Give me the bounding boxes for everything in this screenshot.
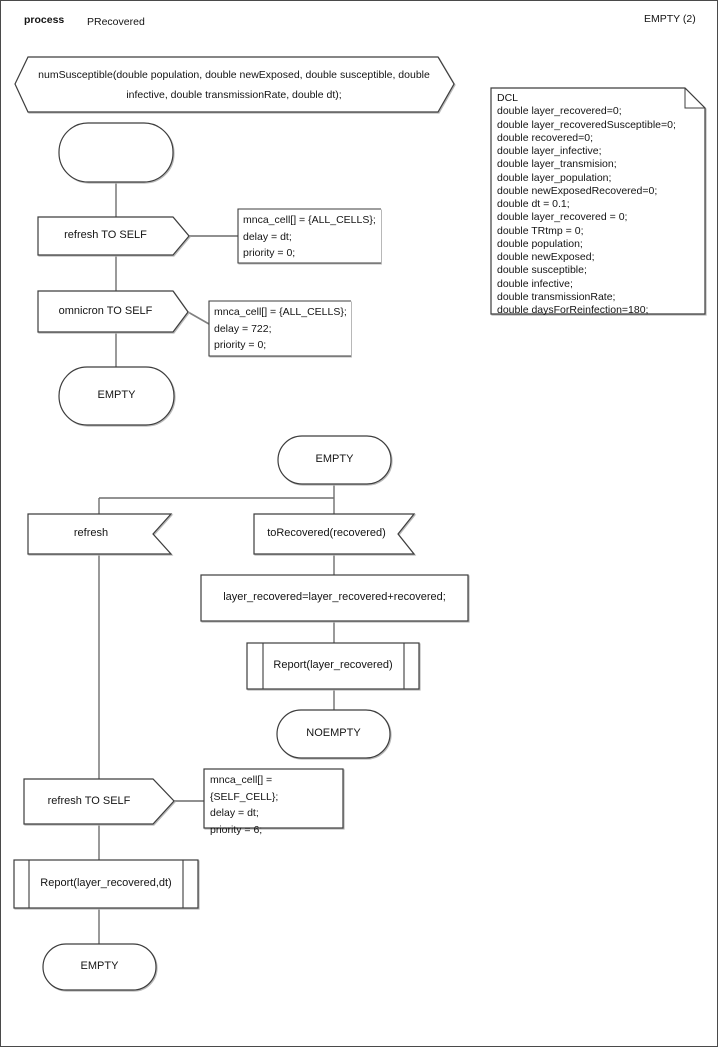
- state-empty-symbol-3[interactable]: [42, 943, 157, 991]
- state-empty-symbol-1[interactable]: [58, 366, 175, 426]
- start-symbol[interactable]: [58, 122, 174, 183]
- page-number-label: EMPTY (2): [644, 13, 696, 25]
- output-refresh-to-self-symbol[interactable]: [37, 216, 190, 256]
- output-omnicron-to-self-symbol[interactable]: [37, 290, 189, 333]
- procedure-call-report-dt-symbol[interactable]: [13, 859, 199, 909]
- output-refresh-to-self-symbol-2[interactable]: [23, 778, 175, 825]
- input-torecovered-symbol[interactable]: [253, 513, 416, 555]
- comment-box-self-cell[interactable]: [203, 768, 344, 829]
- diagram-kind-label: process: [24, 14, 65, 26]
- state-empty-symbol-2[interactable]: [277, 435, 392, 485]
- input-refresh-symbol[interactable]: [27, 513, 173, 555]
- procedure-call-report-symbol[interactable]: [246, 642, 420, 690]
- state-noempty-symbol[interactable]: [276, 709, 391, 759]
- procedure-signature-symbol[interactable]: [14, 56, 455, 113]
- comment-connector: [187, 311, 210, 325]
- comment-bracket-refresh[interactable]: [237, 208, 381, 264]
- dcl-declaration-symbol[interactable]: [490, 87, 706, 315]
- task-symbol[interactable]: [200, 574, 469, 622]
- dcl-fold-corner: [684, 88, 705, 109]
- page-title: PRecovered: [87, 16, 145, 28]
- comment-bracket-omnicron[interactable]: [208, 300, 351, 357]
